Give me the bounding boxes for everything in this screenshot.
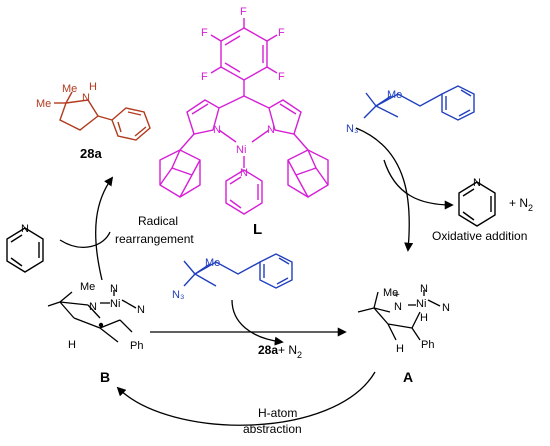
intermediate-B-structure	[47, 290, 137, 343]
intermediate-A-label: A	[403, 369, 413, 385]
fluorine-label: F	[278, 27, 285, 39]
ligand-label: L	[253, 221, 262, 238]
nitrogen-label: N	[110, 283, 118, 295]
fluorine-label: F	[278, 71, 285, 83]
cycle-arrows	[59, 127, 454, 426]
product-28a-structure	[54, 91, 151, 141]
arrow-pyridine-release	[59, 231, 111, 248]
methyl-label: Me	[80, 281, 95, 293]
fluorine-label: F	[201, 71, 208, 83]
nitrogen-label: N	[420, 283, 428, 295]
hydrogen-label: H	[396, 343, 404, 355]
nitrogen-label: N	[394, 301, 402, 313]
substrate-center-atoms: N₃ Me	[172, 257, 220, 301]
nickel-label: Ni	[416, 298, 426, 310]
methyl-label: Me	[387, 89, 402, 101]
arrow-h-atom-abstraction	[116, 371, 376, 426]
arrow-radical-rearrangement	[95, 176, 114, 281]
nitrogen-byproduct-right: + N2	[509, 196, 533, 213]
nickel-label: Ni	[236, 144, 246, 156]
step-hatom-label-2: abstraction	[243, 422, 302, 436]
arrow-pyridine-loss	[383, 159, 454, 210]
methyl-label: Me	[205, 257, 220, 269]
step-oxidative-label: Oxidative addition	[432, 229, 527, 243]
intermediate-A-structure	[357, 290, 441, 341]
amine-nitrogen-label: N	[82, 92, 90, 104]
methyl-label: Me	[36, 98, 51, 110]
intermediate-A-atoms: Me N + Ni N N H H Ph	[383, 283, 450, 355]
pyridine-nitrogen-label: N	[21, 223, 29, 235]
ligand-L-structure	[159, 18, 329, 215]
hydrogen-label: H	[420, 312, 428, 324]
nitrogen-label: N	[267, 124, 275, 136]
step-hatom-label-1: H-atom	[258, 406, 297, 420]
pyridine-right	[458, 181, 496, 227]
pyridine-nitrogen-label: N	[473, 177, 481, 189]
fluorine-label: F	[240, 6, 247, 18]
positive-charge: +	[394, 290, 400, 301]
azide-label: N₃	[346, 123, 358, 135]
hydrogen-label: H	[68, 339, 76, 351]
substrate-top-atoms: N₃ Me	[346, 89, 402, 135]
arrow-oxidative-addition	[355, 127, 414, 252]
methyl-label: Me	[62, 83, 77, 95]
phenyl-label: Ph	[130, 340, 143, 352]
nickel-label: Ni	[110, 298, 120, 310]
byproduct-center: 28a+ N2	[258, 343, 302, 360]
substrate-top-structure	[363, 85, 475, 121]
methyl-label: Me	[383, 287, 398, 299]
amine-hydrogen-label: H	[89, 81, 97, 93]
ligand-L-atoms: F F F F F N N Ni N	[201, 6, 285, 179]
nitrogen-label: N	[240, 167, 248, 179]
substrate-center-structure	[183, 253, 293, 289]
fluorine-label: F	[201, 27, 208, 39]
phenyl-label: Ph	[421, 339, 434, 351]
intermediate-B-label: B	[100, 369, 110, 385]
radical-dot	[98, 322, 104, 328]
nitrogen-label: N	[137, 304, 145, 316]
product-28a-label: 28a	[80, 146, 102, 161]
nitrogen-label: N	[89, 301, 97, 313]
nitrogen-label: N	[213, 124, 221, 136]
product-28a-atoms: Me Me N H	[36, 81, 97, 110]
step-radical-label-2: rearrangement	[115, 232, 194, 246]
intermediate-B-atoms: Me N Ni N N H Ph	[68, 281, 145, 352]
step-radical-label-1: Radical	[138, 214, 178, 228]
nitrogen-label: N	[442, 302, 450, 314]
pyridine-left	[6, 227, 44, 273]
azide-label: N₃	[172, 289, 184, 301]
arrow-center-byproduct	[231, 299, 284, 346]
